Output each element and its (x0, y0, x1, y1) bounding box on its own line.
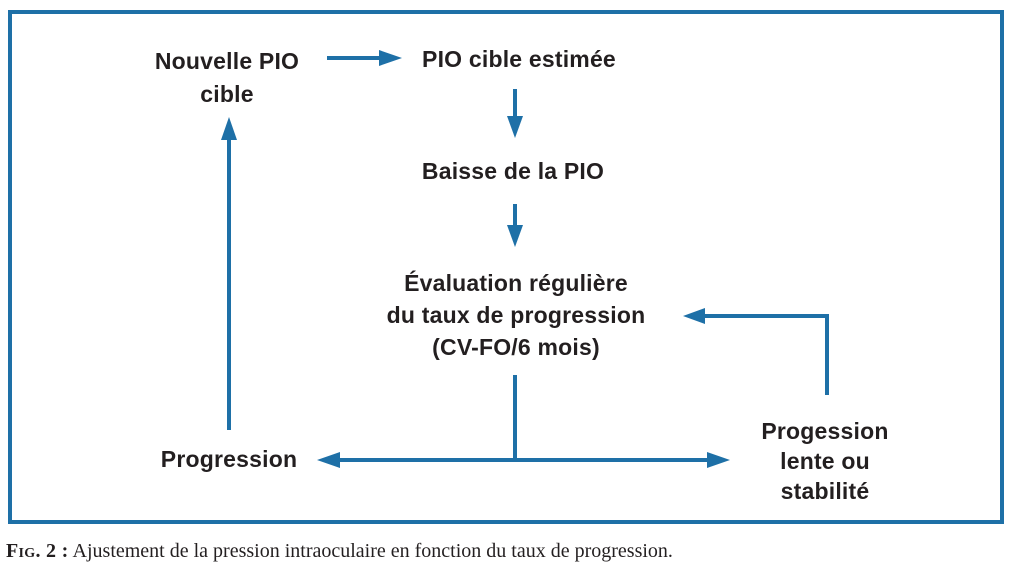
node-pio-cible-estimee: PIO cible estimée (422, 46, 616, 72)
figure-caption: Fig. 2 : Ajustement de la pression intra… (6, 540, 1006, 563)
node-baisse-de-la-pio: Baisse de la PIO (421, 158, 605, 184)
node-progression: Progression (160, 446, 298, 472)
node-progression-lente-stabilite: Progession lente ou stabilité (761, 418, 889, 504)
diagram-border (8, 10, 1004, 524)
node-evaluation-reguliere: Évaluation régulière du taux de progress… (386, 270, 646, 360)
node-nouvelle-pio-cible: Nouvelle PIO cible (154, 48, 300, 107)
figure-caption-label: Fig. 2 : (6, 540, 69, 562)
figure-caption-text: Ajustement de la pression intraoculaire … (72, 540, 673, 562)
